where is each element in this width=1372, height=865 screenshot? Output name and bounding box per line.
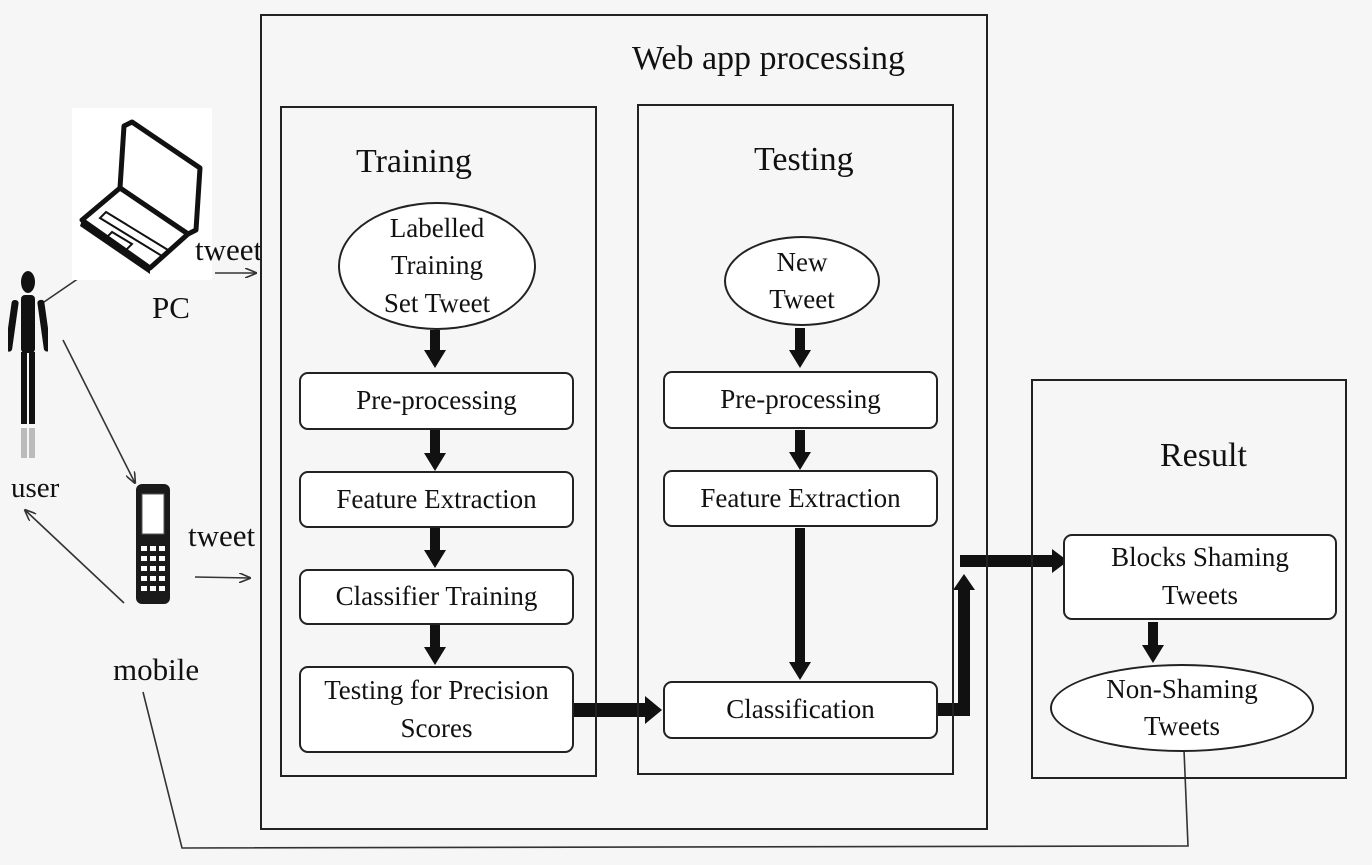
testing-step-label: Feature Extraction [700, 482, 901, 513]
testing-flow-arrows [789, 328, 811, 680]
testing-step-label: Pre-processing [720, 384, 881, 415]
blocks-shaming-box: Blocks Shaming Tweets [1063, 534, 1337, 620]
training-feature-extraction-box: Feature Extraction [299, 471, 574, 528]
pc-label: PC [152, 290, 190, 325]
testing-feature-extraction-box: Feature Extraction [663, 470, 938, 527]
user-icon [8, 271, 48, 458]
blocks-to-nonshaming-arrow [1142, 622, 1164, 663]
mobile-label: mobile [113, 652, 200, 687]
precision-testing-box: Testing for Precision Scores [299, 666, 574, 753]
thick-arrow [789, 328, 811, 368]
pc-tweet-label: tweet [195, 232, 263, 267]
feedback-line [142, 691, 1189, 849]
training-title: Training [356, 143, 472, 180]
training-step-label: Feature Extraction [336, 483, 537, 514]
thick-arrow [789, 528, 811, 680]
testing-input-text: New Tweet [769, 246, 835, 314]
mobile-to-user-arrow [25, 510, 125, 604]
mobile-tweet-arrow [194, 577, 250, 578]
web-app-frame [260, 14, 988, 830]
training-step-label: Classifier Training [335, 581, 538, 612]
classifier-training-box: Classifier Training [299, 569, 574, 625]
training-step-label: Pre-processing [356, 385, 517, 416]
training-step-label: Testing for Precision Scores [324, 674, 549, 743]
blocks-shaming-text: Blocks Shaming Tweets [1111, 542, 1289, 610]
testing-input-oval: New Tweet [724, 236, 880, 326]
testing-title: Testing [754, 141, 854, 178]
testing-step-label: Classification [726, 694, 875, 725]
training-input-oval: Labelled Training Set Tweet [338, 202, 536, 330]
testing-frame [637, 104, 954, 775]
classification-box: Classification [663, 681, 938, 739]
thick-arrow [424, 625, 446, 665]
thick-arrow [424, 528, 446, 568]
laptop-icon [72, 108, 212, 280]
thick-arrow [789, 430, 811, 470]
mobile-tweet-label: tweet [188, 518, 256, 553]
thick-arrow [424, 330, 446, 368]
non-shaming-oval: Non-Shaming Tweets [1050, 664, 1314, 752]
classification-to-result-arrow [938, 574, 975, 716]
user-label: user [11, 472, 60, 504]
training-preprocessing-box: Pre-processing [299, 372, 574, 430]
result-frame [1031, 379, 1347, 779]
web-app-title: Web app processing [632, 40, 905, 77]
training-flow-arrows [424, 330, 446, 665]
training-frame [280, 106, 597, 777]
user-to-mobile-arrow [62, 339, 135, 483]
thick-arrow [424, 430, 446, 471]
mobile-phone-icon [136, 484, 170, 604]
non-shaming-text: Non-Shaming Tweets [1106, 673, 1258, 741]
result-title: Result [1160, 437, 1247, 474]
training-input-text: Labelled Training Set Tweet [383, 213, 491, 318]
testing-preprocessing-box: Pre-processing [663, 371, 938, 429]
